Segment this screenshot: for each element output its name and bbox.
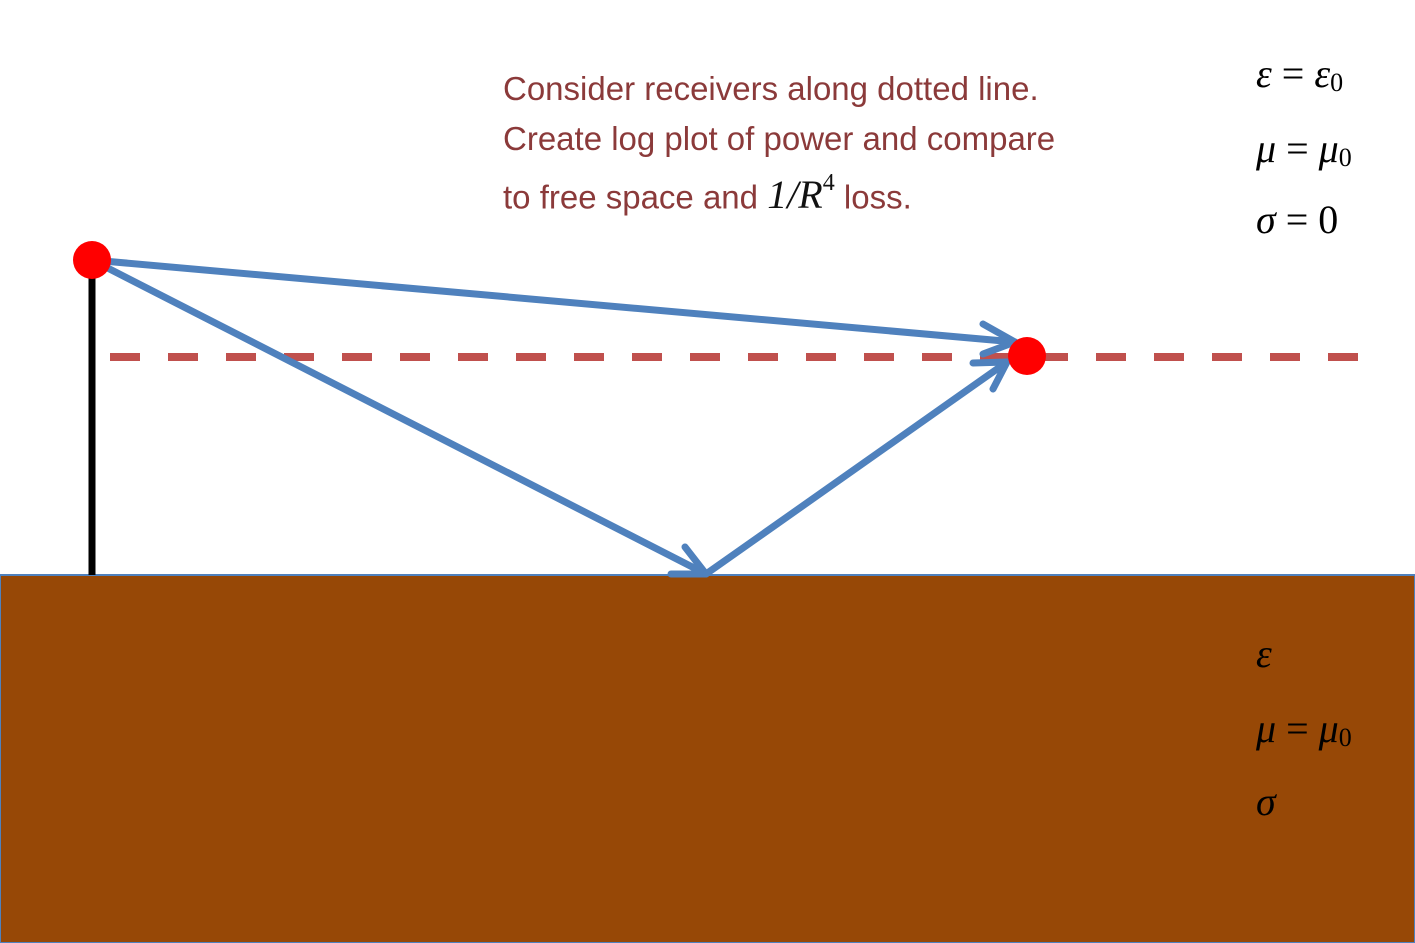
instruction-line-3: to free space and 1/R4 loss.	[503, 170, 912, 218]
instruction-line-1: Consider receivers along dotted line.	[503, 70, 1039, 107]
receiver-dot	[1008, 337, 1046, 375]
air-sigma-label: σ = 0	[1256, 197, 1339, 242]
reflected-ray	[702, 358, 1011, 578]
instruction-line-2: Create log plot of power and compare	[503, 119, 1056, 157]
transmitter-dot	[73, 241, 111, 279]
ground-mu-label: μ = μ0	[1256, 706, 1352, 752]
ground-sigma-label: σ	[1256, 779, 1276, 824]
air-epsilon-label: ε = ε0	[1256, 51, 1344, 97]
ground-region	[0, 574, 1415, 943]
inverse-r4-math: 1/R4	[767, 170, 835, 218]
air-mu-label: μ = μ0	[1256, 126, 1352, 172]
ground-epsilon-label: ε	[1256, 631, 1272, 676]
direct-ray	[88, 256, 1019, 358]
instruction-text: Consider receivers along dotted line. Cr…	[503, 64, 1056, 218]
